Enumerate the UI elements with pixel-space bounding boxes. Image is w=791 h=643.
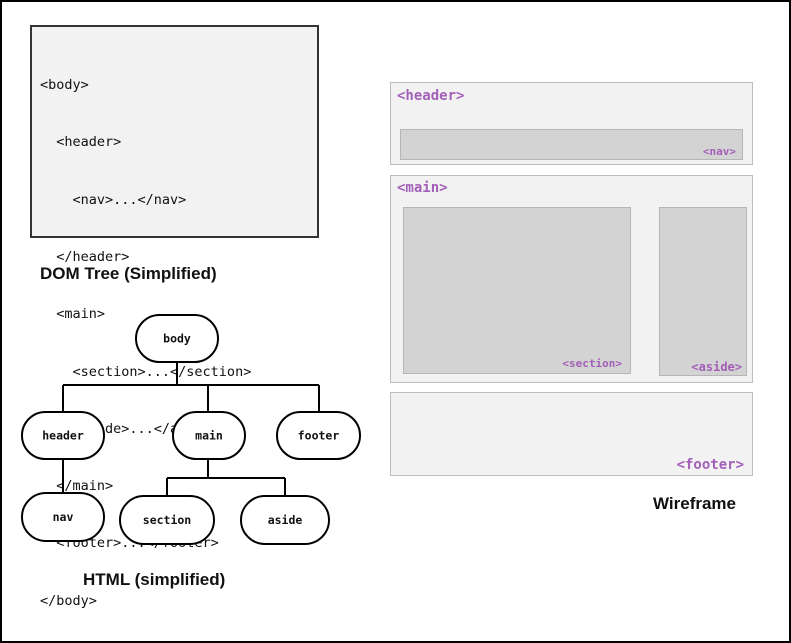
- wireframe-caption: Wireframe: [653, 494, 736, 513]
- node-footer-label: footer: [298, 429, 340, 443]
- code-line: <section>...</section>: [40, 363, 252, 380]
- code-line: <body>: [40, 77, 89, 94]
- code-line: </main>: [40, 478, 114, 495]
- code-line: </header>: [40, 249, 130, 266]
- dom-tree-diagram: body header main footer nav section asid…: [21, 314, 361, 545]
- wireframe-header: <header> <nav>: [390, 82, 753, 165]
- wireframe-section-tag: <section>: [562, 357, 622, 370]
- node-body: [135, 314, 219, 363]
- wireframe-main: <main> <section> <aside>: [390, 175, 753, 383]
- node-body-label: body: [163, 332, 191, 346]
- wireframe-main-tag: <main>: [397, 180, 448, 196]
- wireframe-aside: <aside>: [659, 207, 747, 376]
- tree-connectors: [62, 362, 320, 496]
- node-header-label: header: [42, 429, 84, 443]
- node-header: [21, 411, 105, 460]
- wireframe-aside-tag: <aside>: [691, 360, 742, 374]
- wireframe-nav-tag: <nav>: [702, 145, 736, 158]
- node-nav: [21, 492, 105, 542]
- wireframe-nav: <nav>: [400, 129, 743, 160]
- wireframe-header-tag: <header>: [397, 88, 465, 104]
- wireframe-section: <section>: [403, 207, 631, 374]
- dom-code-block: <body> <header> <nav>...</nav> </header>…: [30, 25, 319, 609]
- code-line: </body>: [40, 592, 97, 609]
- node-section-label: section: [143, 513, 192, 527]
- node-section: [119, 495, 215, 545]
- code-line: <main>: [40, 306, 106, 323]
- dom-tree-caption: DOM Tree (Simplified): [40, 264, 217, 283]
- code-line: <header>: [40, 134, 122, 151]
- node-aside: [240, 495, 330, 545]
- node-footer: [276, 411, 361, 460]
- html-simplified-caption: HTML (simplified): [83, 570, 226, 589]
- code-line: <nav>...</nav>: [40, 191, 187, 208]
- node-main-label: main: [195, 429, 223, 443]
- node-main: [172, 411, 246, 460]
- node-nav-label: nav: [53, 510, 74, 524]
- wireframe-footer: <footer>: [390, 392, 753, 476]
- node-aside-label: aside: [268, 513, 303, 527]
- wireframe-footer-tag: <footer>: [676, 457, 744, 473]
